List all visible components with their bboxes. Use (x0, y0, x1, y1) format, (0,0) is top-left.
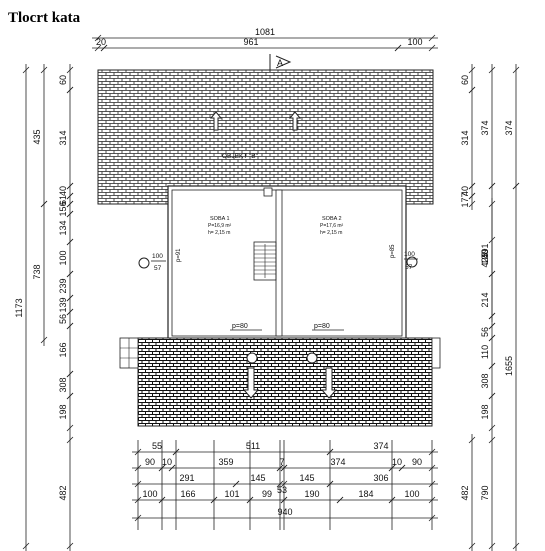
dim-left-inner-1: 314 (58, 130, 68, 145)
dim-bottom-r2-0: 90 (145, 457, 155, 467)
central-wall (275, 189, 283, 337)
dim-bottom-r4-1: 166 (180, 489, 195, 499)
dim-bottom-r2-3: 7 (279, 457, 284, 467)
door-right-label: p=85 (390, 244, 396, 258)
dim-bottom-r1-2: 374 (373, 441, 388, 451)
section-marker: A (277, 58, 283, 68)
dim-left-inner-10: 166 (58, 342, 68, 357)
room-1-height: h= 2,15 m (208, 230, 230, 236)
dim-bottom-r4-5: 184 (358, 489, 373, 499)
chimney (263, 187, 273, 197)
dimension-lines (22, 34, 520, 551)
dim-left-inner-2: 40 (58, 186, 68, 196)
window-right-width: 100 (404, 251, 415, 258)
dim-right-b-4: 110 (480, 345, 490, 359)
dim-right-a-3: 177 (460, 192, 470, 207)
room-2-height: h= 2,15 m (320, 230, 342, 236)
dim-left-inner-3: 61 (58, 195, 68, 205)
bottom-left-opening: p=80 (232, 323, 248, 330)
room-1-area: P=16,9 m² (208, 223, 232, 229)
dim-bottom-r1-0: 55 (152, 441, 162, 451)
roof-slope-arrows (209, 111, 302, 131)
room-2-area: P=17,6 m² (320, 223, 344, 229)
dim-right-mid-b-0: 790 (480, 485, 490, 500)
dim-bottom-53: 53 (277, 485, 287, 495)
roof-label: OBJEKT "B" (222, 153, 259, 160)
room-1-name: SOBA 1 (210, 216, 230, 222)
dim-left-inner-11: 308 (58, 377, 68, 392)
dim-bottom-total-0: 940 (277, 507, 292, 517)
dim-right-b-0: 425 (480, 252, 490, 267)
dim-top-2: 100 (407, 37, 422, 47)
dim-bottom-r2-5: 10 (392, 457, 402, 467)
dim-bottom-r2-2: 359 (218, 457, 233, 467)
dim-left-bottom-0: 482 (58, 485, 68, 500)
dim-right-b-3: 56 (480, 327, 490, 337)
dim-bottom-r2-4: 374 (330, 457, 345, 467)
dim-right-b-1: 100 (480, 249, 490, 264)
dim-bottom-r3-1: 145 (250, 473, 265, 483)
window-left-height: 57 (154, 265, 162, 272)
building-body (167, 185, 407, 341)
stair (253, 241, 277, 281)
dim-left-inner-12: 198 (58, 404, 68, 419)
dim-left-inner-8: 139 (58, 297, 68, 312)
dim-bottom-r3-2: 145 (299, 473, 314, 483)
roof-lower (137, 337, 433, 427)
dim-left-inner-5: 134 (58, 220, 68, 235)
dim-right-a-1: 314 (460, 130, 470, 145)
dim-right-b-6: 198 (480, 404, 490, 419)
dim-top-0: 20 (96, 37, 106, 47)
window-right-marker (406, 256, 418, 268)
dim-left-total-0: 1173 (14, 298, 24, 317)
dim-bottom-r2-6: 90 (412, 457, 422, 467)
drawing-title: Tlocrt kata (8, 10, 81, 26)
dim-right-mid-1: 491 (480, 243, 490, 258)
room-2-name: SOBA 2 (322, 216, 342, 222)
roof-lower-arrows (242, 367, 338, 399)
room-labels: SOBA 1 P=16,9 m² h= 2,15 m SOBA 2 P=17,6… (208, 216, 344, 236)
dim-bottom-r4-3: 99 (262, 489, 272, 499)
dim-left-inner-6: 100 (58, 250, 68, 265)
dim-left-mid-1: 738 (32, 264, 42, 279)
dim-left-inner-4: 156 (58, 201, 68, 216)
dim-right-b-5: 308 (480, 373, 490, 388)
dim-right-a-0: 60 (460, 75, 470, 85)
window-left-width: 100 (152, 253, 163, 260)
dim-left-mid-0: 435 (32, 129, 42, 144)
dim-left-inner-9: 56 (58, 314, 68, 324)
dim-right-bottom-0: 482 (460, 485, 470, 500)
dim-left-inner-7: 239 (58, 278, 68, 293)
dim-right-a-2: 40 (460, 186, 470, 196)
dim-top-overall-0: 1081 (255, 27, 275, 37)
dim-left-inner-0: 60 (58, 75, 68, 85)
dim-top-1: 961 (243, 37, 258, 47)
door-left-label: p=91 (176, 248, 182, 262)
dim-bottom-r1-1: 511 (246, 441, 260, 451)
roof-upper (97, 69, 434, 205)
window-right-height: 57 (405, 264, 413, 271)
dim-bottom-r2-1: 10 (162, 457, 172, 467)
dim-bottom-r3-3: 306 (373, 473, 388, 483)
dim-bottom-r4-6: 100 (404, 489, 419, 499)
dim-bottom-r3-0: 291 (179, 473, 194, 483)
dim-right-outer-1: 1655 (504, 356, 514, 376)
dim-right-mid-0: 374 (480, 120, 490, 135)
dim-bottom-r4-2: 101 (224, 489, 239, 499)
dim-right-b-2: 214 (480, 292, 490, 307)
bottom-right-opening: p=80 (314, 323, 330, 330)
window-left-marker (138, 257, 150, 269)
dim-bottom-r4-4: 190 (304, 489, 319, 499)
dim-bottom-r4-0: 100 (142, 489, 157, 499)
dim-right-outer-0: 374 (504, 120, 514, 135)
